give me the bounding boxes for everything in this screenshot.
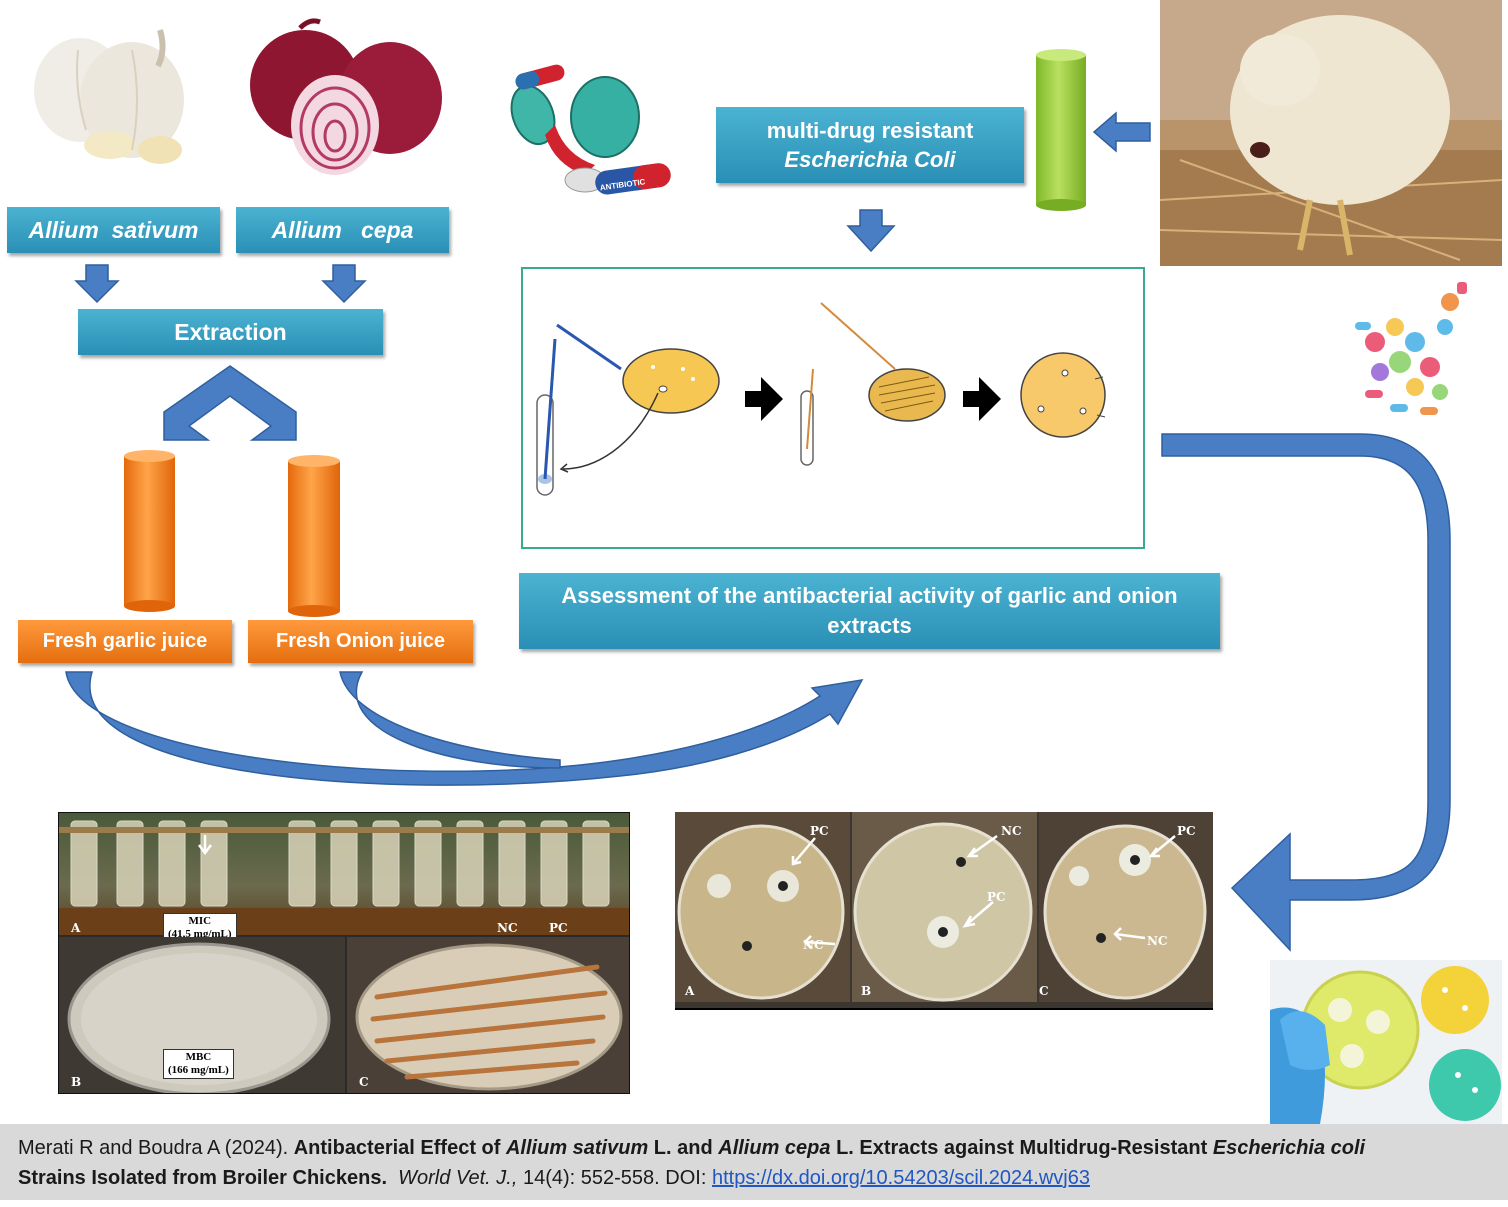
citation-species-3: Escherichia coli (1212, 1137, 1366, 1159)
onion-juice-cylinder (288, 455, 340, 617)
citation-title-1: Antibacterial Effect of (293, 1137, 506, 1159)
panel-right-label-b: B (861, 984, 872, 998)
curve-arrow-onion (339, 671, 561, 769)
allium-sativum-box: Allium sativum (7, 207, 220, 253)
panel-left-pc: PC (549, 921, 568, 935)
petri-dish-glove-photo (1270, 960, 1502, 1124)
panel-right-pc-a: PC (810, 824, 829, 838)
drug-chicken-image (1345, 282, 1475, 422)
down-arrow-cepa (321, 264, 367, 304)
split-arrow (163, 365, 297, 441)
mbc-text: MBC (185, 1051, 212, 1063)
mbc-plate-photo (59, 937, 345, 1093)
mdr-line-2: Escherichia Coli (784, 147, 956, 172)
panel-right-pc-b: PC (987, 890, 1006, 904)
mdr-line-1: multi-drug resistant (766, 118, 974, 143)
curve-arrow-garlic (65, 671, 864, 786)
bacteria-antibiotic-image: ANTIBIOTIC (495, 55, 675, 200)
extraction-box: Extraction (78, 309, 383, 355)
down-arrow-mdr (846, 209, 896, 253)
assessment-box: Assessment of the antibacterial activity… (519, 573, 1220, 649)
inoculation-procedure-diagram (536, 302, 1106, 496)
citation-species-2: Allium cepa (718, 1137, 831, 1159)
citation-volume: 14(4): 552-558. DOI: (517, 1167, 712, 1189)
citation-line-2: Strains Isolated from Broiler Chickens. … (18, 1163, 1508, 1193)
panel-right-pc-c: PC (1177, 824, 1196, 838)
citation-journal: World Vet. J., (398, 1167, 518, 1189)
onion-image (240, 10, 445, 180)
citation-line-1: Merati R and Boudra A (2024). Antibacter… (18, 1133, 1508, 1163)
tube-rack-photo (59, 813, 629, 935)
panel-left-label-c: C (359, 1075, 369, 1089)
garlic-juice-cylinder (124, 450, 175, 612)
sick-chicken-photo (1160, 0, 1502, 266)
mic-text: MIC (188, 915, 212, 927)
mic-mbc-photo-panel: A MIC (41,5 mg/mL) NC PC B MBC (166 mg/m… (58, 812, 630, 1094)
panel-right-nc-b: NC (1001, 824, 1022, 838)
left-arrow-chicken (1092, 111, 1151, 153)
fresh-garlic-juice-box: Fresh garlic juice (18, 620, 232, 663)
citation-title-3: L. Extracts against Multidrug-Resistant (830, 1137, 1213, 1159)
panel-right-label-c: C (1039, 984, 1049, 998)
allium-cepa-box: Allium cepa (236, 207, 449, 253)
mdr-ecoli-box: multi-drug resistant Escherichia Coli (716, 107, 1024, 183)
inhibition-zone-photo-panel: PC NC A NC PC B PC NC C (675, 812, 1213, 1010)
fresh-onion-juice-box: Fresh Onion juice (248, 620, 473, 663)
garlic-image (20, 10, 218, 170)
down-arrow-sativum (74, 264, 120, 304)
citation-title-4: Strains Isolated from Broiler Chickens. (18, 1167, 387, 1189)
procedure-frame (521, 267, 1145, 549)
panel-left-label-a: A (71, 921, 81, 935)
citation-species-1: Allium sativum (505, 1137, 649, 1159)
panel-right-nc-c: NC (1147, 934, 1168, 948)
citation-title-2: L. and (648, 1137, 719, 1159)
citation-caption: Merati R and Boudra A (2024). Antibacter… (0, 1124, 1508, 1200)
doi-link[interactable]: https://dx.doi.org/10.54203/scil.2024.wv… (711, 1167, 1090, 1189)
big-curve-arrow (1161, 433, 1451, 952)
streak-plate-photo (347, 937, 629, 1093)
mbc-label: MBC (166 mg/mL) (163, 1049, 234, 1079)
panel-right-label-a: A (685, 984, 695, 998)
panel-left-nc: NC (497, 921, 518, 935)
panel-right-nc-a: NC (803, 938, 824, 952)
mdr-cylinder (1036, 49, 1086, 211)
citation-authors: Merati R and Boudra A (2024). (18, 1137, 294, 1159)
mbc-value: (166 mg/mL) (168, 1064, 229, 1076)
panel-left-label-b: B (71, 1075, 82, 1089)
